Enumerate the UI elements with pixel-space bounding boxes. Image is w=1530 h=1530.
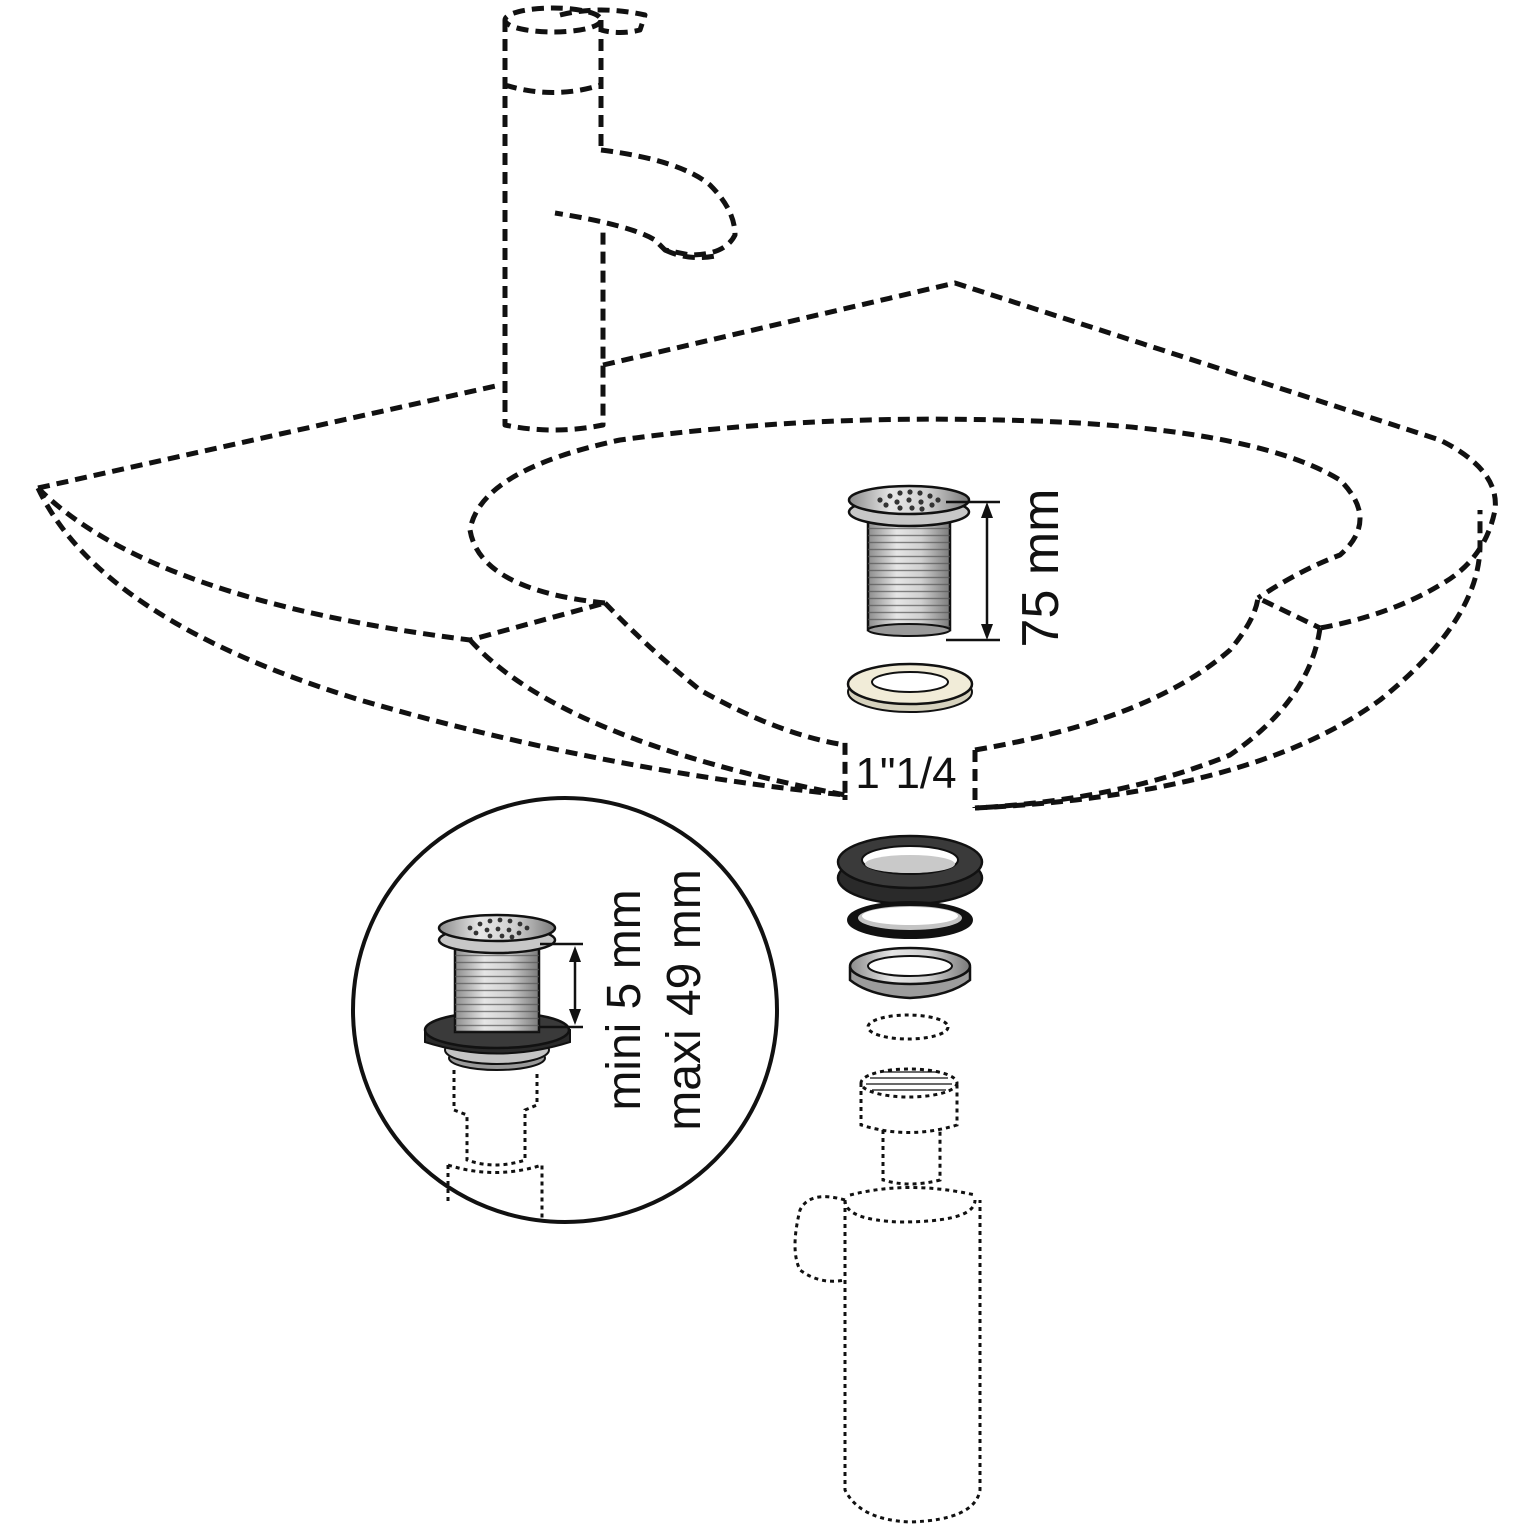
height-label: 75 mm [1012, 489, 1070, 648]
thin-ring [847, 901, 973, 939]
faucet-outline [502, 5, 738, 433]
drain-top [847, 484, 971, 637]
mini-label: mini 5 mm [598, 889, 651, 1110]
chrome-nut [848, 946, 972, 1000]
siphon-outline [793, 1067, 982, 1524]
detail-drain [423, 913, 571, 1222]
clamp-range-marker [540, 942, 583, 1029]
maxi-label: maxi 49 mm [658, 869, 711, 1130]
thread-size-label: 1"1/4 [855, 749, 956, 798]
height-dimension-marker [946, 500, 1000, 642]
detail-circle [351, 796, 779, 1224]
rubber-seal [836, 834, 984, 906]
dashed-ring [866, 1013, 950, 1041]
sink-outline [35, 280, 1498, 811]
top-washer [846, 662, 974, 713]
